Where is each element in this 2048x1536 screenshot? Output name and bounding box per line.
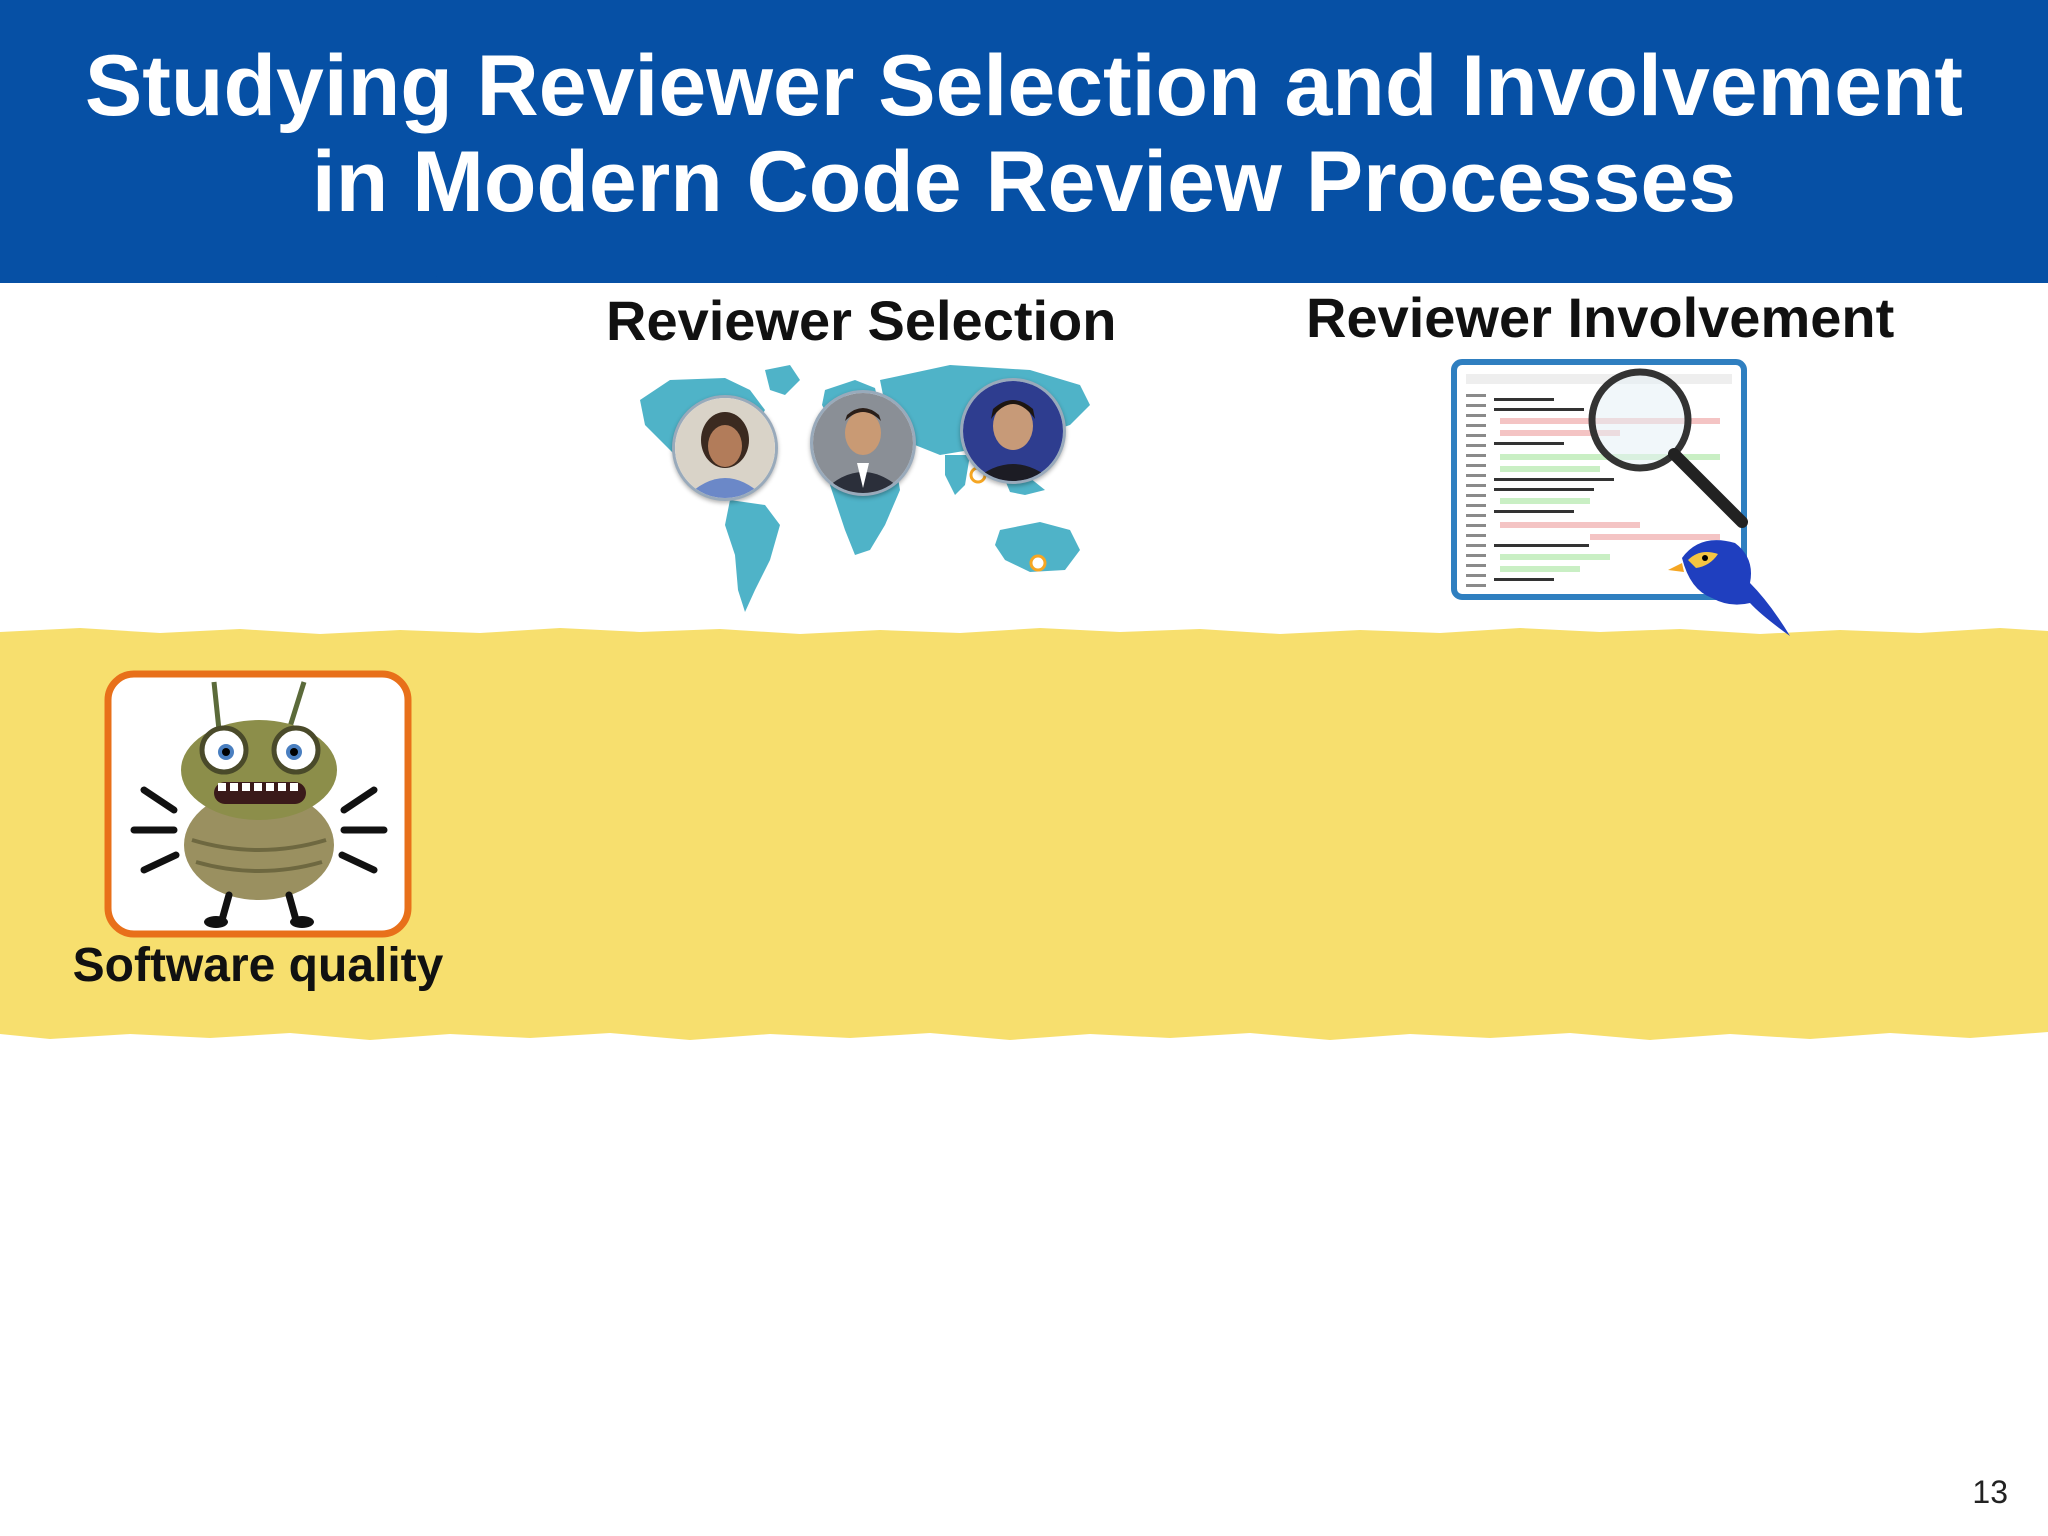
yellow-band xyxy=(0,628,2048,1040)
reviewer-photo-2 xyxy=(810,390,916,496)
slide-title: Studying Reviewer Selection and Involvem… xyxy=(0,38,2048,230)
code-diff-graphic xyxy=(1451,359,1790,636)
world-map-image xyxy=(630,350,1110,615)
bug-mascot-graphic xyxy=(104,670,412,938)
page-number: 13 xyxy=(1972,1474,2008,1510)
magnifying-glass-icon xyxy=(1588,368,1748,528)
slide-title-line2: in Modern Code Review Processes xyxy=(311,134,1737,230)
reviewer-selection-heading: Reviewer Selection xyxy=(606,289,1117,352)
reviewer-photo-1 xyxy=(672,395,778,501)
slide-title-line1: Studying Reviewer Selection and Involvem… xyxy=(84,38,1964,134)
reviewer-involvement-heading: Reviewer Involvement xyxy=(1306,286,1895,349)
software-quality-caption: Software quality xyxy=(72,939,444,992)
bug-mascot-image xyxy=(104,670,412,938)
reviewer-photo-3 xyxy=(960,378,1066,484)
bird-mascot-icon xyxy=(1668,540,1790,636)
slide-header xyxy=(0,0,2048,283)
code-diff-screenshot xyxy=(1450,358,1790,636)
header-torn-edge xyxy=(0,255,2048,282)
